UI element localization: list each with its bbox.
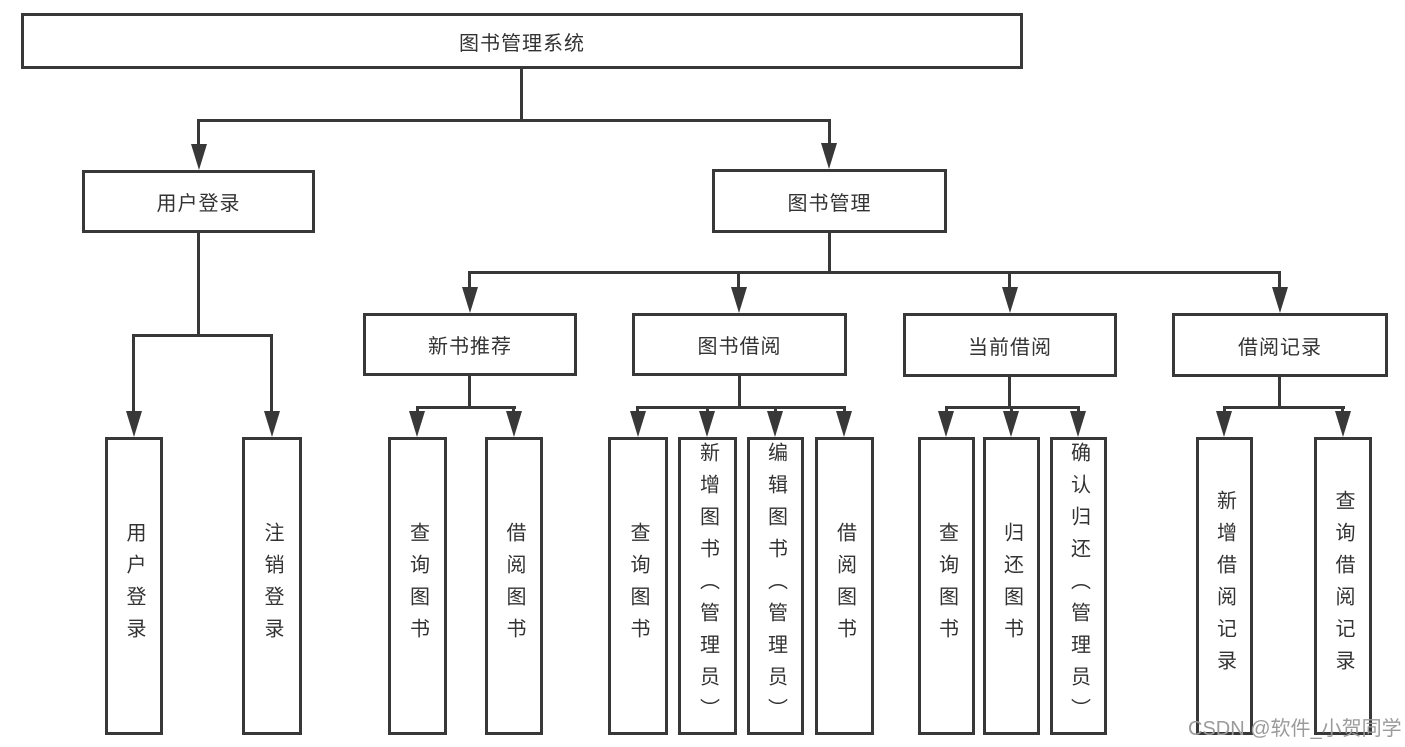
node-label: 查询图书 [627, 522, 649, 650]
node-label: 用户登录 [123, 522, 145, 650]
arrowhead-icon [126, 411, 142, 437]
arrowhead-icon [506, 411, 522, 437]
arrowhead-icon [1003, 411, 1019, 437]
connector-drop [512, 406, 515, 414]
node-label: 新增图书（管理员） [696, 442, 719, 730]
leaf-user-login: 用户登录 [105, 437, 163, 735]
connector-borrow-records-stem [1278, 377, 1281, 409]
node-label: 注销登录 [261, 522, 283, 650]
arrowhead-icon [767, 411, 783, 437]
node-label: 新书推荐 [428, 336, 512, 358]
connector-new-book-rec-crossbar [416, 406, 516, 409]
leaf-logout: 注销登录 [242, 437, 302, 735]
connector-drop [636, 406, 639, 414]
arrowhead-icon [191, 144, 207, 170]
node-label: 图书管理 [787, 192, 872, 215]
leaf-query-books: 查询图书 [608, 437, 668, 735]
arrowhead-icon [836, 411, 852, 437]
connector-drop [774, 406, 777, 414]
connector-drop [706, 406, 709, 414]
leaf-add-borrow-record: 新增借阅记录 [1196, 437, 1253, 735]
connector-current-borrow-stem [1008, 377, 1011, 409]
connector-drop-new-book-rec [468, 271, 471, 290]
node-label: 编辑图书（管理员） [764, 442, 787, 730]
connector-root-stem [520, 68, 523, 121]
arrowhead-icon [1216, 411, 1232, 437]
leaf-borrow-books: 借阅图书 [485, 437, 543, 735]
connector-root-crossbar [197, 119, 831, 122]
arrowhead-icon [938, 411, 954, 437]
connector-drop [1341, 406, 1344, 414]
connector-drop-borrow-records [1278, 271, 1281, 290]
connector-drop-leaf-logout [270, 334, 273, 414]
connector-drop [1010, 406, 1013, 414]
connector-new-book-rec-stem [468, 376, 471, 409]
leaf-query-books: 查询图书 [388, 437, 447, 735]
node-label: 查询图书 [935, 522, 958, 650]
node-label: 图书借阅 [697, 336, 782, 358]
connector-drop [416, 406, 419, 414]
connector-drop [945, 406, 948, 414]
arrowhead-icon [630, 411, 646, 437]
arrowhead-icon [462, 287, 478, 313]
leaf-confirm-return-admin: 确认归还（管理员） [1050, 437, 1107, 735]
connector-drop-current-borrow [1008, 271, 1011, 290]
connector-drop [843, 406, 846, 414]
connector-drop-book-management [828, 119, 831, 147]
leaf-query-books: 查询图书 [918, 437, 975, 735]
arrowhead-icon [1070, 411, 1086, 437]
connector-book-borrow-stem [738, 376, 741, 409]
connector-borrow-records-crossbar [1223, 406, 1345, 409]
node-label: 借阅图书 [503, 522, 525, 650]
node-label: 借阅图书 [833, 522, 856, 650]
arrowhead-icon [1272, 287, 1288, 313]
arrowhead-icon [1002, 287, 1018, 313]
node-label: 用户登录 [156, 193, 241, 215]
connector-book-management-crossbar [469, 271, 1281, 274]
connector-drop-user-login [197, 119, 200, 147]
arrowhead-icon [699, 411, 715, 437]
node-book-borrowing: 图书借阅 [632, 313, 847, 376]
node-user-login: 用户登录 [82, 170, 315, 233]
node-label: 借阅记录 [1238, 336, 1322, 359]
connector-user-login-crossbar [133, 334, 273, 337]
node-library-management-system: 图书管理系统 [21, 13, 1023, 69]
node-label: 确认归还（管理员） [1067, 442, 1090, 730]
node-label: 当前借阅 [968, 336, 1052, 359]
leaf-add-books-admin: 新增图书（管理员） [678, 437, 737, 735]
node-label: 查询图书 [406, 522, 429, 650]
csdn-watermark: CSDN @软件_小贺同学 [1188, 718, 1402, 740]
node-label: 图书管理系统 [459, 32, 585, 55]
node-borrowing-records: 借阅记录 [1172, 313, 1388, 377]
leaf-return-books: 归还图书 [983, 437, 1040, 735]
node-current-borrowing: 当前借阅 [903, 313, 1117, 377]
node-label: 新增借阅记录 [1213, 490, 1236, 682]
arrowhead-icon [821, 143, 837, 169]
node-label: 查询借阅记录 [1332, 490, 1354, 682]
leaf-borrow-books: 借阅图书 [815, 437, 874, 735]
leaf-query-borrow-record: 查询借阅记录 [1314, 437, 1372, 735]
node-new-book-recommend: 新书推荐 [363, 313, 577, 376]
node-label: 归还图书 [1000, 522, 1023, 650]
connector-drop-book-borrow [737, 271, 740, 290]
connector-drop [1223, 406, 1226, 414]
connector-book-management-stem [828, 233, 831, 274]
arrowhead-icon [409, 411, 425, 437]
connector-drop-leaf-user-login [132, 334, 135, 414]
connector-user-login-stem [197, 233, 200, 337]
arrowhead-icon [731, 287, 747, 313]
arrowhead-icon [1335, 411, 1351, 437]
arrowhead-icon [264, 411, 280, 437]
connector-drop [1077, 406, 1080, 414]
leaf-edit-books-admin: 编辑图书（管理员） [747, 437, 804, 735]
node-book-management: 图书管理 [712, 169, 947, 233]
connector-book-borrow-crossbar [636, 406, 846, 409]
